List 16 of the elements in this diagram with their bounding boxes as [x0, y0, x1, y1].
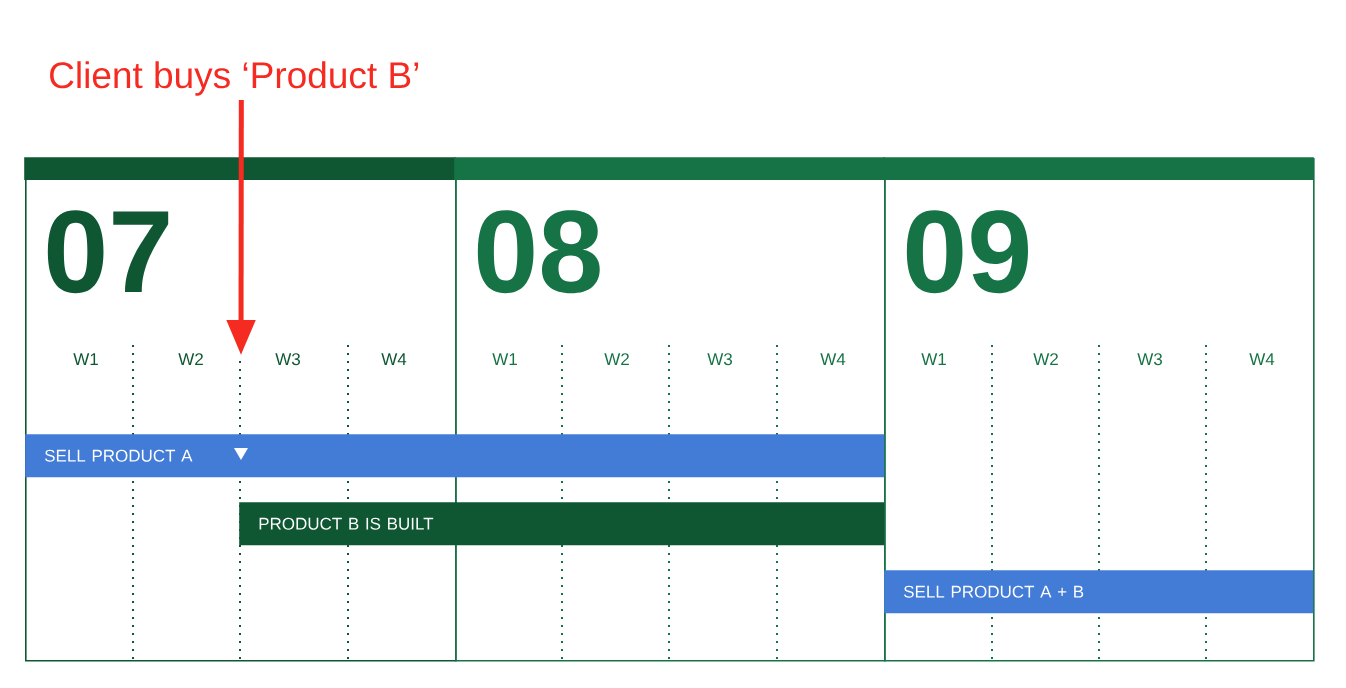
timeline-bar: SELL PRODUCT A + B: [884, 570, 1314, 614]
week-label: W1: [492, 353, 517, 365]
week-label: W4: [1249, 353, 1275, 365]
week-label: W2: [604, 353, 629, 365]
timeline-bar: SELL PRODUCT A: [25, 434, 885, 478]
timeline-bar: PRODUCT B IS BUILT: [239, 502, 885, 546]
week-label: W3: [275, 353, 300, 366]
week-label: W2: [1033, 353, 1058, 365]
week-label: W2: [178, 353, 203, 365]
week-label: W1: [73, 353, 98, 365]
week-label: W3: [1137, 353, 1162, 366]
week-label: W3: [707, 353, 732, 366]
week-label: W1: [921, 353, 946, 365]
week-label: W4: [381, 353, 407, 365]
callout-text: Client buys ‘Product B’: [50, 61, 419, 96]
week-label: W4: [820, 353, 846, 365]
